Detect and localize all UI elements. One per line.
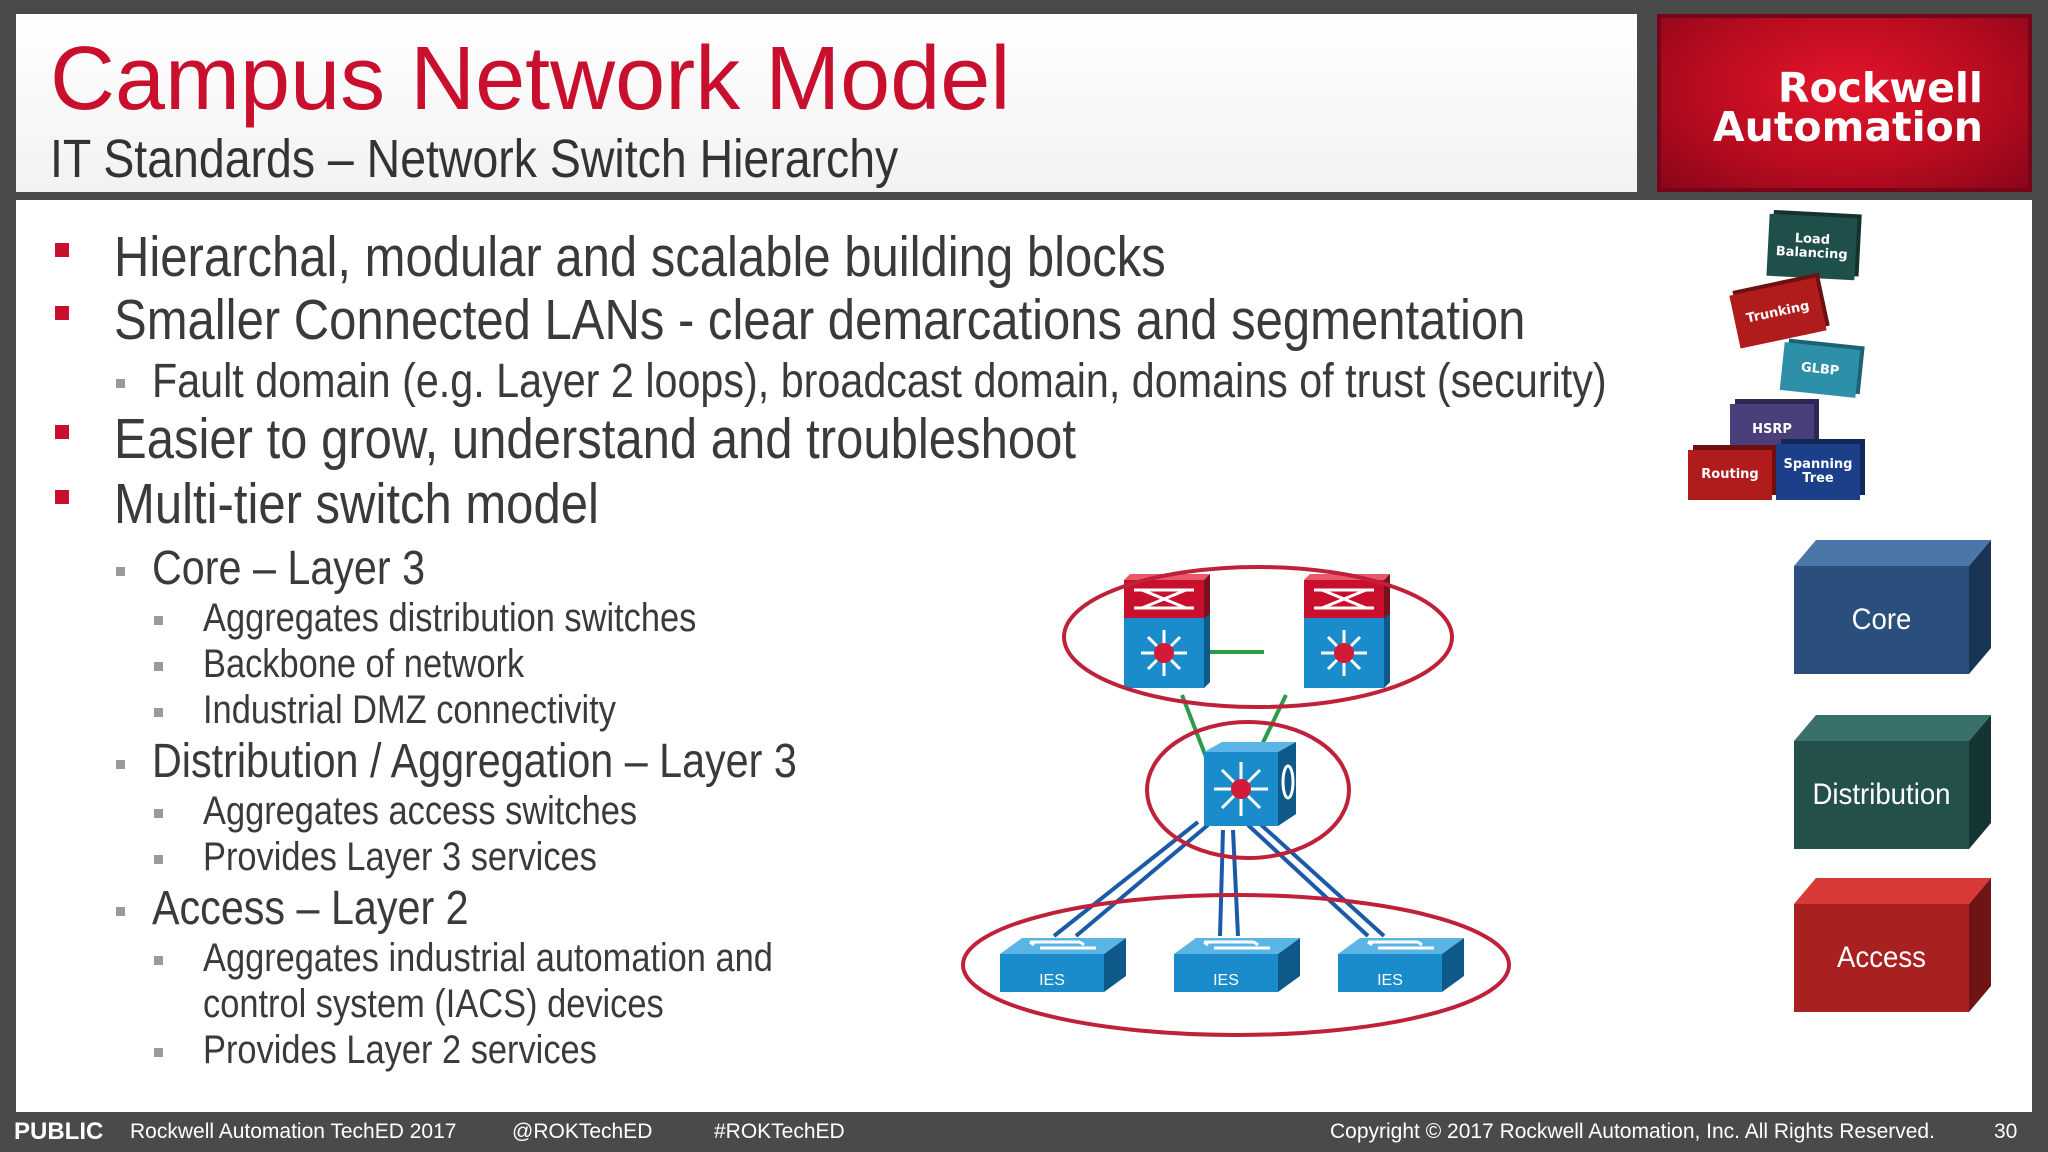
bullet-item: Industrial DMZ connectivity	[203, 688, 616, 732]
network-hierarchy-diagram: IES IES IES	[961, 565, 1511, 1037]
ies-label: IES	[1377, 972, 1403, 989]
bullet-marker	[116, 567, 125, 576]
bullet-item: Provides Layer 3 services	[203, 835, 597, 879]
stack-block-load-balancing: Load Balancing	[1766, 213, 1858, 281]
core-dist-link	[1180, 694, 1208, 758]
access-link	[1074, 823, 1210, 938]
bullet-item: Easier to grow, understand and troublesh…	[114, 407, 1076, 471]
page-number: 30	[1994, 1120, 2018, 1143]
logo-line-2: Automation	[1712, 103, 1983, 151]
bullet-marker	[116, 379, 125, 388]
bullet-marker	[154, 708, 163, 717]
bullet-item: Access – Layer 2	[152, 882, 469, 935]
ies-label: IES	[1213, 972, 1239, 989]
rockwell-logo: Rockwell Automation	[1657, 14, 2032, 192]
bullet-item: Fault domain (e.g. Layer 2 loops), broad…	[152, 355, 1607, 408]
core-tier-ring	[1062, 565, 1454, 709]
bullet-item: Core – Layer 3	[152, 542, 426, 595]
bullet-item: Smaller Connected LANs - clear demarcati…	[114, 288, 1526, 352]
bullet-item: Aggregates distribution switches	[203, 596, 697, 640]
bullet-item: Distribution / Aggregation – Layer 3	[152, 735, 797, 788]
bullet-marker	[154, 956, 163, 965]
tier-label-distribution: Distribution	[1812, 778, 1951, 811]
bullet-item-continuation: control system (IACS) devices	[203, 982, 664, 1026]
stack-block-spanning-tree: Spanning Tree	[1776, 444, 1860, 500]
tier-label-access: Access	[1837, 941, 1926, 974]
access-links	[1052, 820, 1386, 938]
access-link	[1246, 823, 1370, 938]
bullet-marker	[154, 616, 163, 625]
access-link	[1231, 829, 1240, 937]
bullet-marker	[55, 490, 69, 504]
tier-box-distribution: Distribution	[1794, 715, 1991, 849]
tier-box-core: Core	[1794, 540, 1991, 674]
logo-text: Rockwell Automation	[1703, 64, 1983, 151]
stack-block-glbp: GLBP	[1779, 342, 1861, 398]
bullet-item: Aggregates access switches	[203, 789, 638, 833]
access-tier-ring	[961, 893, 1511, 1037]
bullet-item: Backbone of network	[203, 642, 525, 686]
core-switch	[1304, 574, 1390, 688]
network-services-stack: Load Balancing Trunking GLBP HSRP Routin…	[1682, 208, 1882, 508]
bullet-marker	[116, 907, 125, 916]
distribution-switch	[1204, 742, 1296, 826]
logo-line-1: Rockwell	[1777, 64, 1983, 112]
bullet-marker	[154, 855, 163, 864]
footer-copyright: Copyright © 2017 Rockwell Automation, In…	[1330, 1120, 1935, 1143]
footer-handle: @ROKTechED	[512, 1120, 653, 1143]
bullet-marker	[55, 425, 69, 439]
access-link	[1218, 829, 1225, 937]
ies-label: IES	[1039, 972, 1065, 989]
bullet-marker	[55, 306, 69, 320]
footer: PUBLIC Rockwell Automation TechED 2017 @…	[0, 1112, 2048, 1152]
bullet-marker	[154, 809, 163, 818]
bullet-marker	[116, 760, 125, 769]
bullet-item: Hierarchal, modular and scalable buildin…	[114, 225, 1166, 289]
slide-title: Campus Network Model	[50, 29, 1011, 129]
distribution-tier-ring	[1145, 720, 1351, 860]
tier-box-access: Access	[1794, 878, 1991, 1012]
bullet-item: Provides Layer 2 services	[203, 1028, 597, 1072]
slide-subtitle: IT Standards – Network Switch Hierarchy	[50, 129, 899, 189]
access-link	[1052, 820, 1200, 938]
bullet-marker	[154, 1048, 163, 1057]
slide-content: Hierarchal, modular and scalable buildin…	[16, 200, 2032, 1112]
footer-event: Rockwell Automation TechED 2017	[130, 1120, 457, 1143]
bullet-marker	[55, 243, 69, 257]
access-switch: IES	[1338, 938, 1464, 992]
footer-hashtag: #ROKTechED	[714, 1120, 845, 1143]
access-switch: IES	[1174, 938, 1300, 992]
bullet-marker	[154, 662, 163, 671]
stack-block-routing: Routing	[1688, 450, 1772, 500]
title-banner: Campus Network Model IT Standards – Netw…	[16, 14, 1637, 192]
stack-block-trunking: Trunking	[1729, 277, 1827, 349]
core-switch	[1124, 574, 1210, 688]
footer-classification: PUBLIC	[14, 1118, 104, 1145]
access-switch: IES	[1000, 938, 1126, 992]
bullet-item: Multi-tier switch model	[114, 472, 599, 536]
tier-label-core: Core	[1851, 603, 1912, 636]
bullet-item: Aggregates industrial automation and	[203, 936, 773, 980]
access-link	[1256, 820, 1386, 938]
